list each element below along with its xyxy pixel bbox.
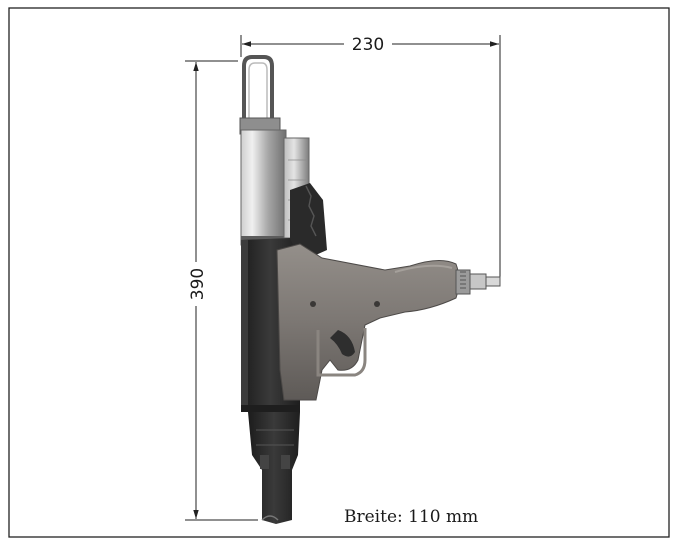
- lower-body: [241, 405, 300, 412]
- main-cylinder: [240, 129, 287, 246]
- drawing-frame: [8, 7, 670, 538]
- width-label: 230: [352, 35, 384, 55]
- dark-housing: [290, 183, 327, 262]
- width-note: Breite: 110 mm: [344, 507, 478, 527]
- height-label: 390: [188, 268, 208, 300]
- trigger-guard: [316, 328, 367, 377]
- bail-handle: [242, 55, 274, 130]
- width-dimension: 230: [240, 35, 501, 280]
- tool-illustration: [239, 55, 501, 524]
- trigger: [330, 330, 355, 357]
- pistol-grip: [276, 243, 460, 401]
- nose-piece: [248, 412, 300, 524]
- height-dimension: 390: [185, 60, 258, 521]
- air-fitting: [455, 269, 501, 295]
